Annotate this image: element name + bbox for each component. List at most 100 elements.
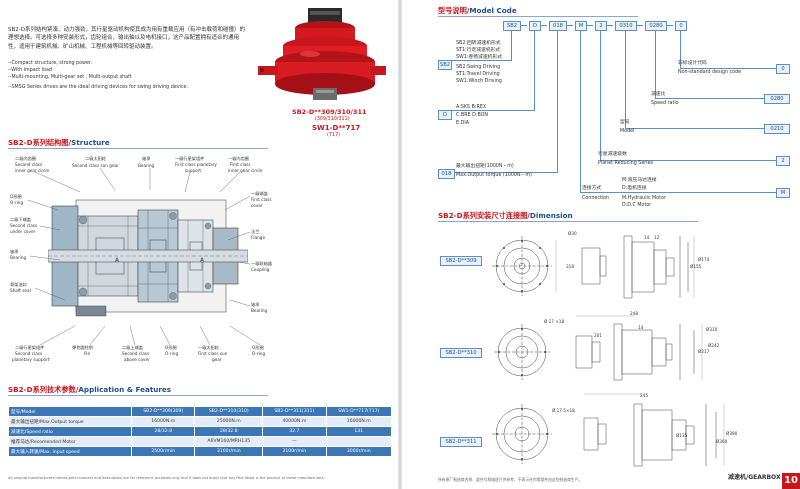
label-second-inner-gear-en1: Second class	[15, 162, 43, 167]
spec-header-cell: SB2-D**310(310)	[194, 406, 264, 417]
label-second-planetary-en2: planetary support	[12, 357, 50, 362]
dim-311-b: 245	[640, 393, 648, 398]
label-coupling-cn: 一级联轴器	[251, 261, 272, 266]
structure-title: SB2-D系列结构图/Structure	[8, 138, 110, 148]
label-second-sun-gear-en: Second class sun gear	[72, 163, 119, 168]
series-desc-4: ST1:Travel Driving	[456, 72, 500, 77]
dim-311-a: Ø 17.5×18	[552, 408, 575, 413]
label-first-planetary-cn: 一级行星架组件	[175, 156, 205, 161]
footer-label: 减速机/GEARBOX	[728, 474, 781, 481]
leader-nsd-h	[680, 68, 776, 69]
code-dash	[567, 25, 573, 26]
dimension-title-en: Dimension	[529, 211, 573, 220]
spec-cell	[325, 436, 393, 447]
spec-header-cell: SB2-D**311(311)	[262, 406, 327, 417]
spec-cell: 28/32.8	[194, 426, 264, 437]
series-desc-5: SW1:Winch Driving	[456, 79, 502, 84]
leader-d	[534, 30, 535, 110]
label-second-under-cover-en2: under cover	[10, 229, 36, 234]
dim-310-c: Ø217	[698, 349, 710, 354]
connection-label-en: Connection	[582, 196, 610, 201]
leader-stage	[600, 30, 601, 160]
code-box-connection: M	[575, 21, 587, 31]
code-box-torque: 018	[549, 21, 567, 31]
model-code-title-en: Model Code	[469, 6, 517, 15]
nsd-label-cn: 非标设计代码	[678, 61, 707, 66]
gearbox-product-image	[258, 8, 386, 100]
leader-connection	[580, 30, 581, 192]
label-bearing-top-cn: 轴承	[142, 156, 151, 161]
label-pin-cn: 弹性圆柱销	[72, 345, 93, 350]
label-first-inner-gear-cn: 一级内齿圈	[228, 156, 249, 161]
spec-cell: 3000r/min	[325, 446, 393, 457]
spec-cell: 2500r/min	[130, 446, 196, 457]
dimension-tag-309: SB2-D**309	[440, 256, 482, 266]
series-box: SB2	[438, 60, 452, 70]
label-shaft-seal-en: Shaft seal	[10, 288, 31, 293]
structure-cross-section-drawing	[48, 199, 248, 317]
code-dash	[521, 25, 527, 26]
ratio-label-cn: 减速比	[651, 92, 666, 97]
label-second-above-cover-en1: Second class	[122, 351, 150, 356]
leader-model-h	[625, 128, 776, 129]
leader-nsd	[680, 30, 681, 68]
product-model-2-sub: (717)	[327, 133, 340, 138]
label-first-sun-gear-en1: First class sun	[198, 351, 228, 356]
nsd-label-en: Non-standard design code	[678, 70, 742, 75]
structure-title-cn: SB2-D系列结构图/	[8, 138, 72, 147]
label-bearing-right-cn: 轴承	[251, 302, 260, 307]
spec-cell: 推荐马达/Recomended Motor	[8, 436, 132, 447]
label-o-ring-left-cn: O形圈	[10, 194, 22, 199]
label-o-ring-right-cn: O形圈	[252, 345, 264, 350]
torque-desc-cn: 最大输出扭矩(1000N・m)	[456, 164, 514, 169]
label-second-planetary-en1: Second class	[15, 351, 43, 356]
code-box-stage: 2	[595, 21, 607, 31]
spec-table-row: 推荐马达/Recomended Motor A6VM160/MRH135 —	[8, 436, 393, 447]
connection-desc-1: M:液压马达连接	[622, 178, 657, 183]
series-desc-2: SW1:卷扬减速机形式	[456, 55, 503, 60]
intro-line-4: --SMSG Series drives are the ideal drivi…	[8, 85, 188, 90]
intro-line-3: --Multi-mounting, Multi-gear set , Multi…	[8, 75, 132, 80]
label-bearing-right-en: Bearing	[251, 308, 268, 313]
connection-box: M	[776, 188, 790, 198]
product-model-1-sub: (309/310/311)	[315, 117, 350, 122]
dimension-title: SB2-D系列安装尺寸连接图/Dimension	[438, 211, 573, 221]
spec-cell: 最大输入转速/Max. input speed	[8, 446, 132, 457]
nsd-box: 0	[776, 64, 790, 74]
spec-cell: 25000N.m	[194, 416, 264, 427]
stage-label-cn: 行星减速级数	[598, 152, 627, 157]
code-box-d: D	[529, 21, 541, 31]
label-first-planetary-en1: First class planetary	[175, 162, 217, 167]
d-desc-3: E:DIA	[456, 121, 470, 126]
page-spine	[398, 0, 402, 489]
label-second-under-cover-cn: 二级下端盖	[10, 217, 31, 222]
spec-table-header: 型号/Model SB2-D**309(309) SB2-D**310(310)…	[8, 406, 393, 417]
code-dash	[637, 25, 643, 26]
spec-header-cell: SW1-D**717(717)	[325, 406, 393, 417]
dim-309-a: 318	[566, 264, 574, 269]
label-first-cover-en2: cover	[251, 203, 263, 208]
dim-309-f: Ø30	[568, 231, 577, 236]
spec-cell: 32.7	[262, 426, 327, 437]
leader-series	[511, 30, 512, 60]
label-first-planetary-en2: support	[185, 168, 202, 173]
dimension-tag-310: SB2-D**310	[440, 348, 482, 358]
spec-cell	[130, 436, 196, 447]
spec-cell: 131	[325, 426, 393, 437]
label-o-ring-left-en: O-ring	[10, 200, 24, 205]
dim-310-a: 248	[630, 311, 638, 316]
dim-309-e: 12	[654, 235, 660, 240]
spec-table-row: 最大输出扭矩/Max.Output torque 16000N.m 25000N…	[8, 416, 393, 427]
model-label-cn: 型号	[620, 120, 630, 125]
spec-header-cell: 型号/Model	[8, 406, 132, 417]
leader-d-h	[444, 110, 535, 111]
specs-footnote: All original manufacturers'names,part nu…	[8, 476, 325, 480]
page-number: 10	[782, 473, 800, 489]
spec-cell: 40000N.m	[262, 416, 327, 427]
spec-table: 型号/Model SB2-D**309(309) SB2-D**310(310)…	[8, 406, 393, 457]
torque-desc-en: Max.Output torque (1000N・m)	[456, 173, 532, 178]
label-bearing-left-cn: 轴承	[10, 249, 19, 254]
label-o-ring-bottom-en: O-ring	[165, 351, 179, 356]
intro-line-1: --Compact structure, strong power.	[8, 61, 92, 66]
